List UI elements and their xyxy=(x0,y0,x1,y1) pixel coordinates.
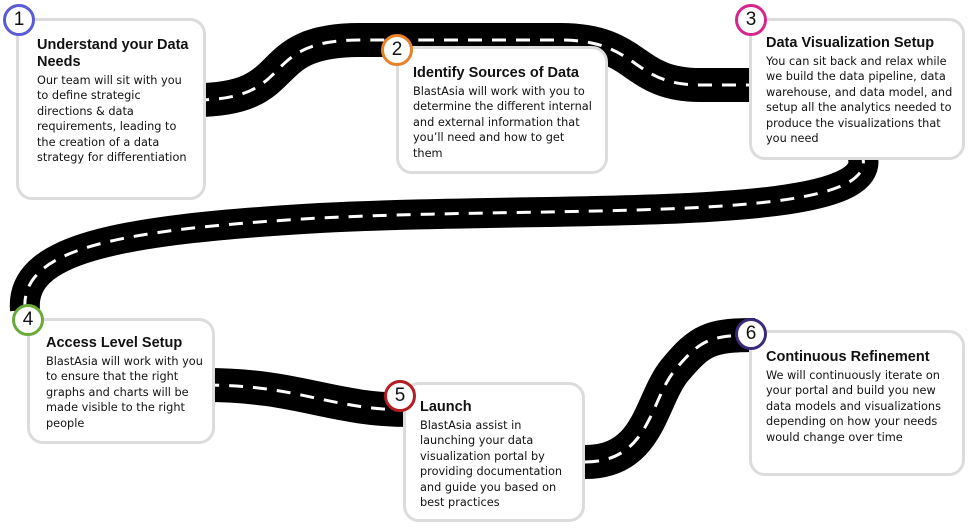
step-5-badge: 5 xyxy=(384,380,416,412)
step-4-card: Access Level Setup BlastAsia will work w… xyxy=(27,318,215,444)
step-4-title: Access Level Setup xyxy=(46,335,183,351)
step-4-body: BlastAsia will work with you to ensure t… xyxy=(46,355,203,430)
step-6-title: Continuous Refinement xyxy=(766,349,930,365)
road-segment-5-6 xyxy=(583,318,756,479)
step-1-badge: 1 xyxy=(3,4,35,36)
road-segment-4-5 xyxy=(204,368,411,427)
step-6-body: We will continuously iterate on your por… xyxy=(766,369,941,444)
road-segment-2-3 xyxy=(420,23,770,102)
step-5-body: BlastAsia assist in launching your data … xyxy=(420,419,563,510)
step-3-title: Data Visualization Setup xyxy=(766,35,935,51)
step-3-body: You can sit back and relax while we buil… xyxy=(766,55,953,146)
step-6-card: Continuous Refinement We will continuous… xyxy=(749,330,965,476)
step-3-badge: 3 xyxy=(735,4,767,36)
step-3-card: Data Visualization Setup You can sit bac… xyxy=(749,18,965,160)
step-2-card: Identify Sources of Data BlastAsia will … xyxy=(396,46,608,174)
step-4-badge: 4 xyxy=(12,304,44,336)
road-segment-3-4 xyxy=(9,142,879,312)
step-2-body: BlastAsia will work with you to determin… xyxy=(413,85,592,160)
step-5-title: Launch xyxy=(420,399,472,415)
step-5-card: Launch BlastAsia assist in launching you… xyxy=(403,382,585,522)
step-2-badge: 2 xyxy=(381,34,413,66)
step-6-badge: 6 xyxy=(735,318,767,350)
step-1-card: Understand your Data Needs Our team will… xyxy=(16,18,206,200)
road-segment-1-2 xyxy=(194,23,420,117)
step-2-title: Identify Sources of Data xyxy=(413,65,579,81)
step-1-title: Understand your Data Needs xyxy=(37,37,189,70)
step-1-body: Our team will sit with you to define str… xyxy=(37,74,187,165)
